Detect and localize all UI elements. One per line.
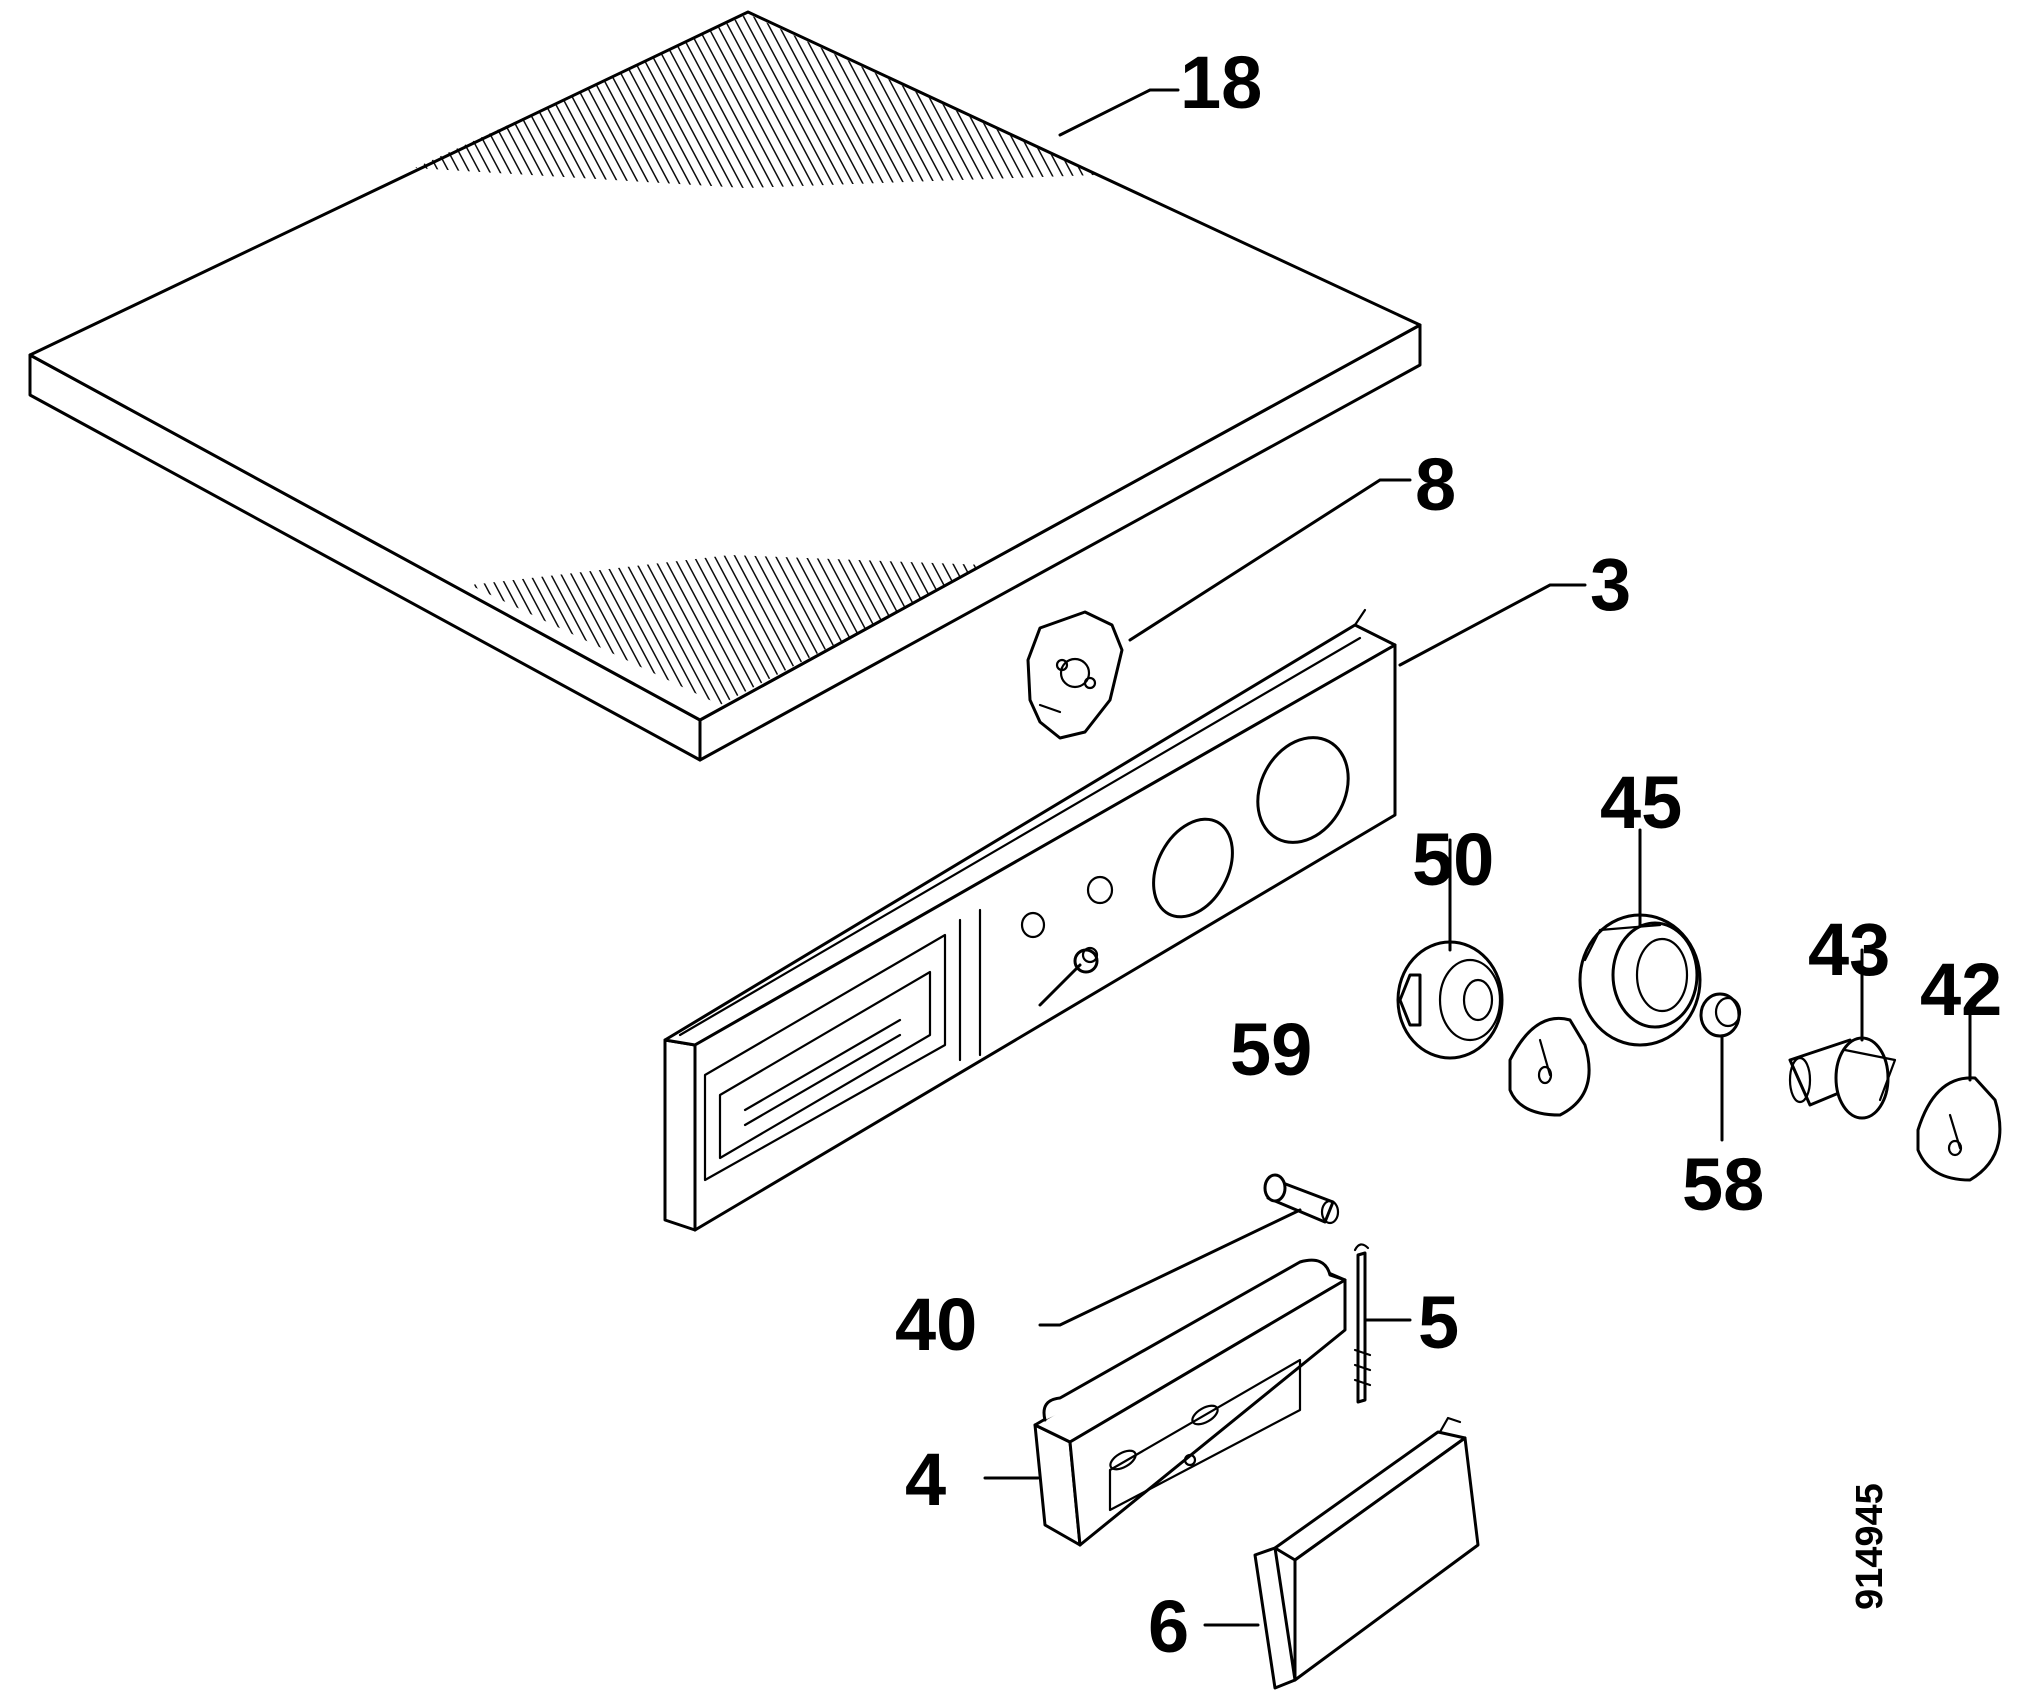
knob-cap-left: [1508, 1016, 1591, 1117]
siphon-part-5: [1353, 1243, 1372, 1404]
top-cover-part-18: [28, 10, 1422, 762]
label-42: 42: [1920, 948, 2002, 1031]
label-50: 50: [1412, 818, 1494, 901]
knob-cap-part-42: [1916, 1076, 2002, 1182]
sleeve-part-58: [1699, 992, 1742, 1038]
adapter-part-43: [1788, 1036, 1897, 1120]
label-4: 4: [905, 1438, 946, 1521]
drawer-front-part-6: [1253, 1416, 1480, 1690]
label-45: 45: [1600, 761, 1682, 844]
ring-part-45: [1578, 913, 1702, 1047]
label-3: 3: [1590, 543, 1631, 626]
label-58: 58: [1682, 1143, 1764, 1226]
bracket-part-8: [1026, 610, 1124, 740]
label-5: 5: [1418, 1281, 1459, 1364]
label-8: 8: [1415, 443, 1456, 526]
leader-lines: [983, 88, 1972, 1627]
pin-part-40: [1263, 1173, 1340, 1225]
label-59: 59: [1230, 1008, 1312, 1091]
knob-body-part-50: [1396, 940, 1504, 1060]
dispenser-drawer-part-4: [1033, 1258, 1347, 1547]
label-40: 40: [895, 1283, 977, 1366]
control-panel-part-3: [663, 608, 1397, 1232]
reference-number: 914945: [1849, 1483, 1891, 1610]
label-43: 43: [1808, 908, 1890, 991]
label-6: 6: [1148, 1585, 1189, 1668]
callout-labels: 18 8 3 50 45 43 42 59 58 40 5 4 6: [895, 41, 2002, 1668]
label-18: 18: [1180, 41, 1262, 124]
